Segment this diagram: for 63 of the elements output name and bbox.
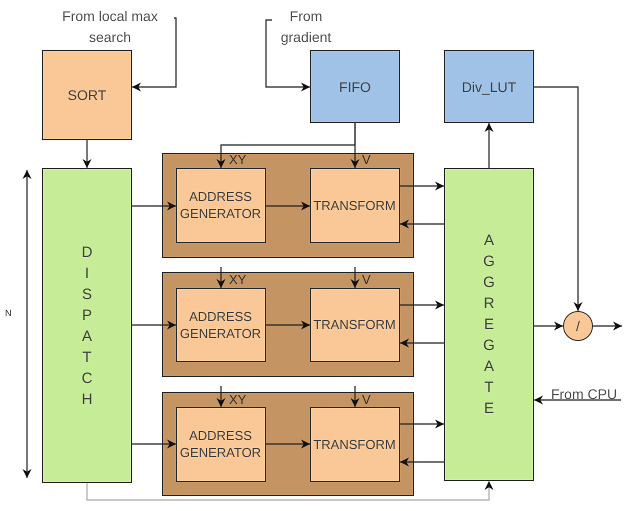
process-box	[310, 50, 400, 123]
arrow	[82, 140, 92, 168]
arrow	[400, 220, 444, 228]
arrow	[216, 386, 226, 407]
arrow	[86, 481, 494, 501]
box-label: Div_LUT	[462, 78, 516, 94]
arrow	[266, 202, 310, 210]
process-box	[42, 50, 132, 140]
arrow	[132, 320, 176, 330]
box-label: FIFO	[339, 78, 371, 94]
arrow	[400, 420, 444, 428]
process-box	[176, 288, 266, 362]
box-label: From gradient	[280, 7, 332, 47]
process-box	[42, 168, 132, 483]
signal-label: V	[362, 153, 371, 166]
group-panel	[162, 392, 414, 496]
signal-label: V	[362, 393, 371, 406]
box-label: TRANSFORM	[313, 436, 396, 452]
process-box	[310, 288, 400, 362]
process-box	[176, 406, 266, 482]
process-box	[310, 168, 400, 242]
arrow	[266, 440, 310, 448]
arrow	[350, 123, 360, 168]
dimension-label: N	[5, 309, 12, 318]
arrow	[400, 300, 444, 310]
group-panel	[162, 153, 414, 258]
box-label: AGGREGATE	[482, 231, 496, 419]
box-label: From local max search	[61, 7, 159, 47]
signal-label: XY	[229, 273, 246, 286]
arrow	[350, 267, 360, 288]
group-panel	[162, 272, 414, 377]
box-label: TRANSFORM	[313, 196, 396, 214]
arrow	[132, 202, 176, 210]
process-box	[444, 168, 534, 481]
arrow	[400, 458, 444, 466]
signal-label: XY	[229, 153, 246, 166]
box-label: DISPATCH	[80, 242, 94, 410]
arrow	[484, 123, 494, 168]
arrow	[534, 86, 582, 311]
signal-label: XY	[229, 393, 246, 406]
process-box	[444, 50, 534, 123]
arrow	[534, 322, 563, 330]
arrow	[216, 267, 226, 288]
box-label: TRANSFORM	[313, 316, 396, 333]
signal-label: V	[362, 273, 371, 286]
arrow	[265, 19, 310, 92]
arrow	[266, 320, 310, 330]
box-label: ADDRESS GENERATOR	[178, 188, 262, 222]
arrow	[593, 322, 622, 330]
process-box	[310, 406, 400, 482]
box-label: ADDRESS GENERATOR	[178, 308, 262, 342]
process-box	[176, 168, 266, 242]
arrow	[132, 17, 177, 92]
arrow	[400, 182, 444, 190]
box-label: From CPU	[550, 385, 618, 404]
arrow	[400, 338, 444, 348]
box-label: /	[576, 318, 580, 334]
box-label: ADDRESS GENERATOR	[178, 427, 262, 461]
box-label: SORT	[68, 87, 106, 103]
arrow	[534, 396, 621, 404]
divider-circle	[563, 311, 593, 341]
arrow	[350, 386, 360, 407]
arrow	[132, 440, 176, 448]
